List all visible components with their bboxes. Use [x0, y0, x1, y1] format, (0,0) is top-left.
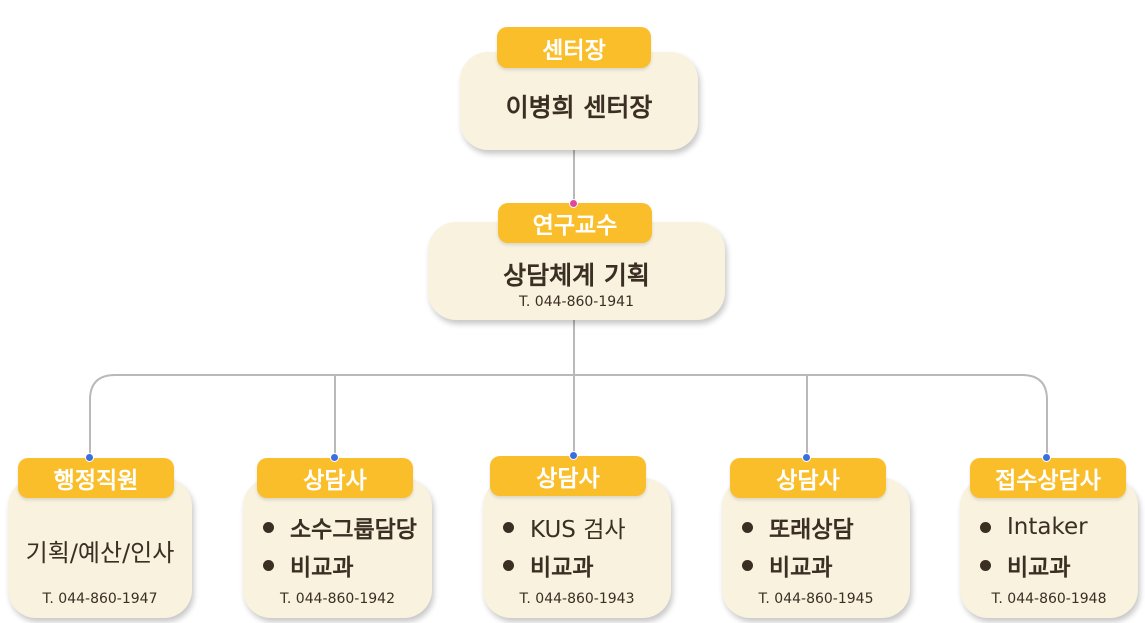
professor-title: 상담체계 기획 [503, 261, 650, 290]
bullet-icon [503, 559, 514, 571]
staff-phone: T. 044-860-1948 [991, 591, 1107, 607]
bullet-icon [980, 521, 991, 533]
bullet-icon [263, 521, 274, 533]
staff-badge: 상담사 [730, 458, 886, 498]
duty-item: 소수그룹담당 [257, 508, 426, 546]
staff-phone: T. 044-860-1943 [519, 591, 635, 607]
connector-pin [330, 453, 339, 462]
connector-pin [802, 453, 811, 462]
connector-pin [85, 453, 94, 462]
bullet-icon [742, 559, 753, 571]
professor-badge: 연구교수 [498, 203, 652, 243]
duty-text: 소수그룹담당 [290, 517, 417, 543]
duty-text: 비교과 [290, 555, 354, 581]
connector-pin [569, 451, 578, 460]
duty-item: 비교과 [736, 546, 904, 584]
bullet-icon [742, 521, 753, 533]
duty-item: 비교과 [497, 546, 665, 584]
duty-text: 비교과 [1007, 555, 1071, 581]
duty-text: 비교과 [530, 555, 594, 581]
bullet-icon [263, 559, 274, 571]
duty-item: KUS 검사 [497, 508, 665, 546]
duty-item: 또래상담 [736, 508, 904, 546]
bullet-icon [503, 521, 514, 533]
staff-card-counselor: 소수그룹담당 비교과 T. 044-860-1942 [243, 478, 432, 618]
staff-role: 기획/예산/인사 [25, 539, 175, 567]
duty-text: KUS 검사 [530, 517, 626, 543]
staff-card-counselor: 또래상담 비교과 T. 044-860-1945 [722, 478, 910, 618]
staff-card-counselor: KUS 검사 비교과 T. 044-860-1943 [483, 478, 671, 618]
director-name: 이병희 센터장 [505, 93, 653, 122]
staff-card-intake: Intaker 비교과 T. 044-860-1948 [960, 478, 1138, 618]
staff-badge: 상담사 [257, 458, 413, 498]
staff-phone: T. 044-860-1942 [280, 591, 395, 607]
staff-badge: 접수상담사 [970, 458, 1126, 498]
duty-text: 비교과 [769, 555, 833, 581]
professor-phone: T. 044-860-1941 [519, 294, 634, 310]
staff-phone: T. 044-860-1945 [758, 591, 874, 607]
duty-text: 또래상담 [769, 517, 854, 543]
staff-badge: 행정직원 [18, 458, 174, 498]
director-badge: 센터장 [497, 27, 651, 68]
connector-pin [1042, 453, 1051, 462]
duty-text: Intaker [1007, 514, 1088, 540]
duty-item: 비교과 [257, 546, 426, 584]
staff-card-admin: 기획/예산/인사 T. 044-860-1947 [8, 478, 192, 618]
director-card: 이병희 센터장 [460, 52, 698, 150]
connector-pin [569, 199, 578, 208]
duty-item: Intaker [974, 508, 1132, 546]
staff-badge: 상담사 [490, 456, 646, 496]
bullet-icon [980, 559, 991, 571]
staff-phone: T. 044-860-1947 [42, 591, 158, 607]
duty-item: 비교과 [974, 546, 1132, 584]
